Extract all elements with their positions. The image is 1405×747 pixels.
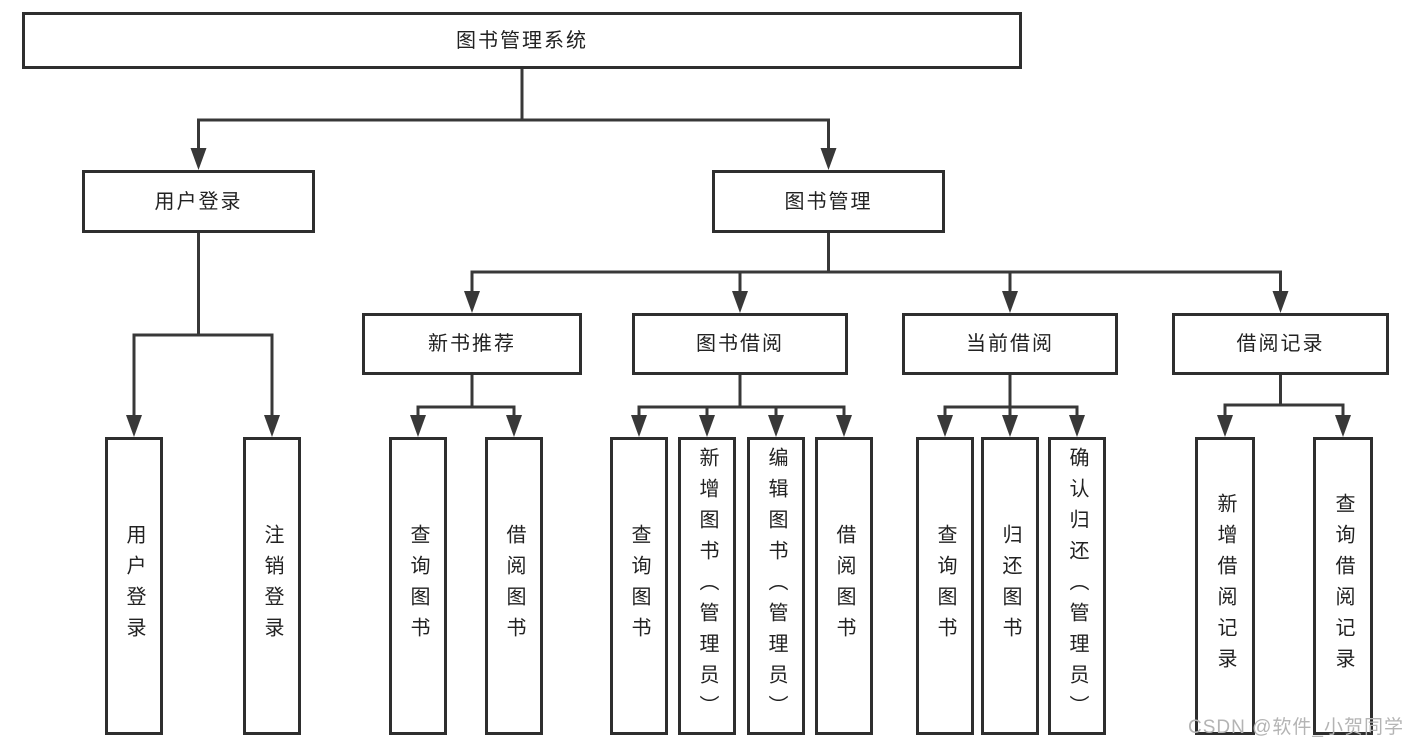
arrowhead-leaf-bb-add xyxy=(699,415,715,437)
node-borrow-records: 借阅记录 xyxy=(1172,313,1389,375)
arrowhead-user-login xyxy=(190,148,207,170)
arrowhead-current-borrow xyxy=(1002,291,1018,313)
arrowhead-leaf-cb-return xyxy=(1002,415,1018,437)
node-leaf-bb-query: 查询图书 xyxy=(610,437,668,735)
node-leaf-cb-query: 查询图书 xyxy=(916,437,974,735)
connector-new-book-rec xyxy=(410,375,522,437)
arrowhead-leaf-user-login xyxy=(126,415,142,437)
node-label-leaf-cb-confirm: 确认归还（管理员） xyxy=(1066,446,1088,726)
node-label-leaf-br-query: 查询借阅记录 xyxy=(1332,493,1354,679)
connector-current-borrow xyxy=(937,375,1085,437)
node-label-leaf-bb-query: 查询图书 xyxy=(628,524,650,648)
arrowhead-leaf-rec-query xyxy=(410,415,426,437)
arrowhead-leaf-cb-confirm xyxy=(1069,415,1085,437)
node-label-leaf-bb-edit: 编辑图书（管理员） xyxy=(765,446,787,726)
node-label-leaf-cb-query: 查询图书 xyxy=(934,524,956,648)
node-root: 图书管理系统 xyxy=(22,12,1022,69)
node-book-borrow: 图书借阅 xyxy=(632,313,848,375)
node-leaf-cb-return: 归还图书 xyxy=(981,437,1039,735)
arrowhead-leaf-bb-edit xyxy=(768,415,784,437)
node-leaf-br-add: 新增借阅记录 xyxy=(1195,437,1255,735)
arrowhead-borrow-records xyxy=(1272,291,1289,313)
arrowhead-leaf-br-add xyxy=(1217,415,1233,437)
arrowhead-leaf-bb-borrow xyxy=(836,415,852,437)
node-label-borrow-records: 借阅记录 xyxy=(1236,333,1325,355)
node-label-leaf-rec-query: 查询图书 xyxy=(407,524,429,648)
node-leaf-rec-query: 查询图书 xyxy=(389,437,447,735)
csdn-watermark: CSDN @软件_小贺同学 xyxy=(1188,717,1404,738)
arrowhead-new-book-rec xyxy=(464,291,480,313)
node-label-root: 图书管理系统 xyxy=(456,29,588,52)
node-label-leaf-logout: 注销登录 xyxy=(261,524,283,648)
node-leaf-user-login: 用户登录 xyxy=(105,437,163,735)
node-label-book-mgmt: 图书管理 xyxy=(784,190,873,213)
node-label-leaf-rec-borrow: 借阅图书 xyxy=(503,524,525,648)
node-label-new-book-rec: 新书推荐 xyxy=(428,333,516,355)
node-label-leaf-br-add: 新增借阅记录 xyxy=(1214,493,1236,679)
node-label-leaf-cb-return: 归还图书 xyxy=(999,524,1021,648)
node-new-book-rec: 新书推荐 xyxy=(362,313,582,375)
node-leaf-bb-edit: 编辑图书（管理员） xyxy=(747,437,805,735)
arrowhead-leaf-bb-query xyxy=(631,415,647,437)
node-label-leaf-user-login: 用户登录 xyxy=(123,524,145,648)
node-leaf-logout: 注销登录 xyxy=(243,437,301,735)
arrowhead-book-borrow xyxy=(732,291,748,313)
node-label-leaf-bb-add: 新增图书（管理员） xyxy=(696,446,718,726)
node-leaf-bb-borrow: 借阅图书 xyxy=(815,437,873,735)
node-leaf-cb-confirm: 确认归还（管理员） xyxy=(1048,437,1106,735)
arrowhead-leaf-br-query xyxy=(1335,415,1351,437)
connector-borrow-records xyxy=(1217,375,1351,437)
connector-user-login xyxy=(126,233,280,437)
arrowhead-book-mgmt xyxy=(820,148,837,170)
node-label-user-login: 用户登录 xyxy=(154,190,243,213)
connector-book-borrow xyxy=(631,375,852,437)
node-leaf-bb-add: 新增图书（管理员） xyxy=(678,437,736,735)
node-user-login: 用户登录 xyxy=(82,170,315,233)
arrowhead-leaf-logout xyxy=(264,415,280,437)
connector-root xyxy=(190,69,837,170)
node-leaf-br-query: 查询借阅记录 xyxy=(1313,437,1373,735)
arrowhead-leaf-rec-borrow xyxy=(506,415,522,437)
node-book-mgmt: 图书管理 xyxy=(712,170,945,233)
connector-book-mgmt xyxy=(464,233,1289,313)
arrowhead-leaf-cb-query xyxy=(937,415,953,437)
node-label-leaf-bb-borrow: 借阅图书 xyxy=(833,524,855,648)
node-current-borrow: 当前借阅 xyxy=(902,313,1118,375)
node-label-current-borrow: 当前借阅 xyxy=(966,333,1054,355)
node-label-book-borrow: 图书借阅 xyxy=(696,333,784,355)
node-leaf-rec-borrow: 借阅图书 xyxy=(485,437,543,735)
